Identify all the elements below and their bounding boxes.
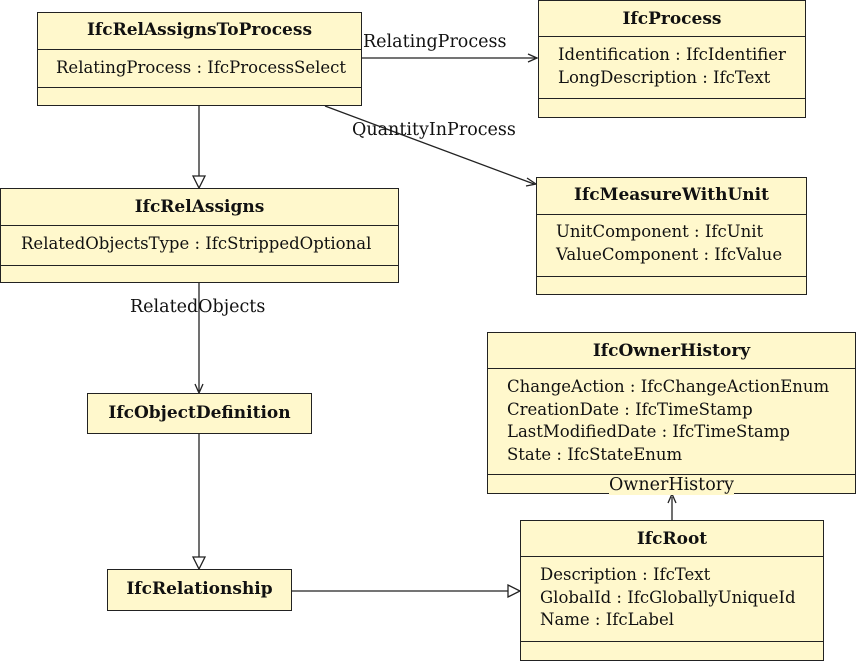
- quantity-in-process-label: QuantityInProcess: [352, 120, 516, 140]
- relating-process-label: RelatingProcess: [363, 32, 507, 52]
- attribute: Description : IfcText: [540, 565, 711, 584]
- attribute-list: ChangeAction : IfcChangeActionEnum Creat…: [507, 376, 851, 466]
- attribute-list: RelatingProcess : IfcProcessSelect: [56, 57, 357, 80]
- gen-root-triangle: [507, 583, 522, 599]
- attribute: LastModifiedDate : IfcTimeStamp: [507, 422, 790, 441]
- attribute: RelatingProcess : IfcProcessSelect: [56, 58, 347, 77]
- relating-process-arrowhead: [527, 53, 539, 63]
- attribute: CreationDate : IfcTimeStamp: [507, 399, 753, 419]
- class-ifc-owner-history: IfcOwnerHistory ChangeAction : IfcChange…: [487, 332, 856, 494]
- attribute: UnitComponent : IfcUnit: [556, 222, 764, 241]
- attribute: Identification : IfcIdentifier: [558, 45, 786, 64]
- owner-history-label: OwnerHistory: [609, 475, 734, 495]
- attribute: ChangeAction : IfcChangeActionEnum: [507, 377, 830, 396]
- operations-divider: [488, 474, 855, 475]
- class-ifc-rel-assigns: IfcRelAssigns RelatedObjectsType : IfcSt…: [0, 188, 399, 283]
- gen-relationship-triangle: [191, 556, 207, 571]
- class-name: IfcRoot: [636, 529, 708, 549]
- attribute: ValueComponent : IfcValue: [556, 244, 783, 264]
- class-name: IfcRelAssignsToProcess: [86, 20, 313, 40]
- operations-divider: [1, 265, 398, 266]
- attribute: State : IfcStateEnum: [507, 444, 683, 464]
- attribute: LongDescription : IfcText: [558, 67, 771, 87]
- attribute: GlobalId : IfcGloballyUniqueId: [540, 587, 796, 607]
- attribute-list: UnitComponent : IfcUnit ValueComponent :…: [556, 221, 802, 266]
- attribute: RelatedObjectsType : IfcStrippedOptional: [21, 234, 372, 253]
- class-ifc-object-definition: IfcObjectDefinition: [87, 393, 312, 434]
- attribute: Name : IfcLabel: [540, 610, 674, 629]
- name-divider: [38, 49, 361, 50]
- name-divider: [521, 556, 823, 557]
- class-name: IfcRelationship: [126, 579, 273, 599]
- related-objects-label: RelatedObjects: [130, 297, 266, 317]
- operations-divider: [38, 87, 361, 88]
- name-divider: [1, 225, 398, 226]
- name-divider: [488, 368, 855, 369]
- class-name: IfcObjectDefinition: [108, 403, 291, 423]
- attribute-list: Identification : IfcIdentifier LongDescr…: [558, 44, 801, 89]
- class-ifc-root: IfcRoot Description : IfcText GlobalId :…: [520, 520, 824, 661]
- class-ifc-rel-assigns-to-process: IfcRelAssignsToProcess RelatingProcess :…: [37, 12, 362, 106]
- attribute-list: RelatedObjectsType : IfcStrippedOptional: [21, 233, 394, 256]
- operations-divider: [539, 98, 805, 99]
- name-divider: [537, 214, 806, 215]
- operations-divider: [537, 276, 806, 277]
- quantity-in-process-line: [324, 105, 535, 185]
- name-divider: [539, 36, 805, 37]
- operations-divider: [521, 641, 823, 642]
- class-name: IfcRelAssigns: [134, 197, 265, 217]
- gen-rel-assigns-triangle: [191, 175, 207, 190]
- attribute-list: Description : IfcText GlobalId : IfcGlob…: [540, 564, 819, 632]
- class-ifc-process: IfcProcess Identification : IfcIdentifie…: [538, 0, 806, 118]
- class-name: IfcOwnerHistory: [592, 341, 751, 361]
- class-ifc-measure-with-unit: IfcMeasureWithUnit UnitComponent : IfcUn…: [536, 177, 807, 295]
- class-ifc-relationship: IfcRelationship: [107, 569, 292, 611]
- class-name: IfcMeasureWithUnit: [574, 185, 769, 205]
- class-name: IfcProcess: [622, 9, 722, 29]
